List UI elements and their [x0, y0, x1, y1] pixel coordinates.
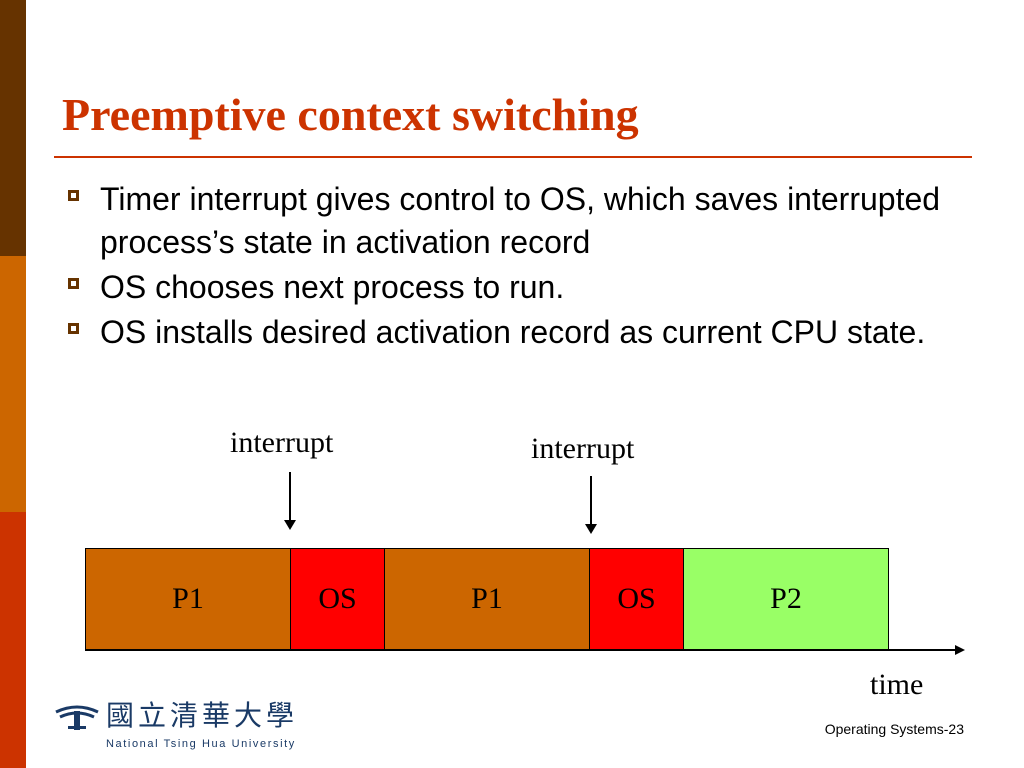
bullet-text: Timer interrupt gives control to OS, whi…: [100, 181, 941, 260]
timeline-segment-p1: P1: [85, 548, 291, 650]
interrupt-arrow-first: [284, 472, 296, 530]
side-stripe-bottom: [0, 512, 26, 768]
page-footer: Operating Systems-23: [824, 721, 964, 737]
timeline-segment-os: OS: [589, 548, 684, 650]
bullet-item: OS installs desired activation record as…: [62, 311, 972, 354]
square-bullet-icon: [68, 323, 79, 334]
bullet-item: OS chooses next process to run.: [62, 266, 972, 309]
slide-title: Preemptive context switching: [62, 89, 639, 140]
university-emblem-icon: [55, 705, 99, 730]
timeline-segment-p1: P1: [384, 548, 590, 650]
square-bullet-icon: [68, 190, 79, 201]
interrupt-label-first: interrupt: [230, 426, 334, 459]
interrupt-arrow-second: [585, 476, 597, 534]
side-stripe-middle: [0, 256, 26, 512]
bullet-text: OS chooses next process to run.: [100, 269, 565, 305]
university-logo: 國立清華大學 National Tsing Hua University: [54, 700, 314, 752]
bullet-item: Timer interrupt gives control to OS, whi…: [62, 178, 972, 264]
square-bullet-icon: [68, 278, 79, 289]
arrow-right-icon: [955, 645, 965, 655]
time-axis-label: time: [870, 668, 924, 701]
side-stripe-top: [0, 0, 26, 256]
university-name-chinese: 國立清華大學: [106, 699, 299, 732]
timeline-segment-os: OS: [290, 548, 385, 650]
university-name-english: National Tsing Hua University: [106, 738, 296, 750]
interrupt-label-second: interrupt: [531, 432, 635, 465]
title-underline: [54, 156, 972, 158]
bullet-list: Timer interrupt gives control to OS, whi…: [62, 178, 972, 356]
bullet-text: OS installs desired activation record as…: [100, 314, 926, 350]
time-axis: [85, 649, 957, 651]
timeline-segment-p2: P2: [683, 548, 889, 650]
process-timeline: P1 OS P1 OS P2: [85, 548, 889, 650]
